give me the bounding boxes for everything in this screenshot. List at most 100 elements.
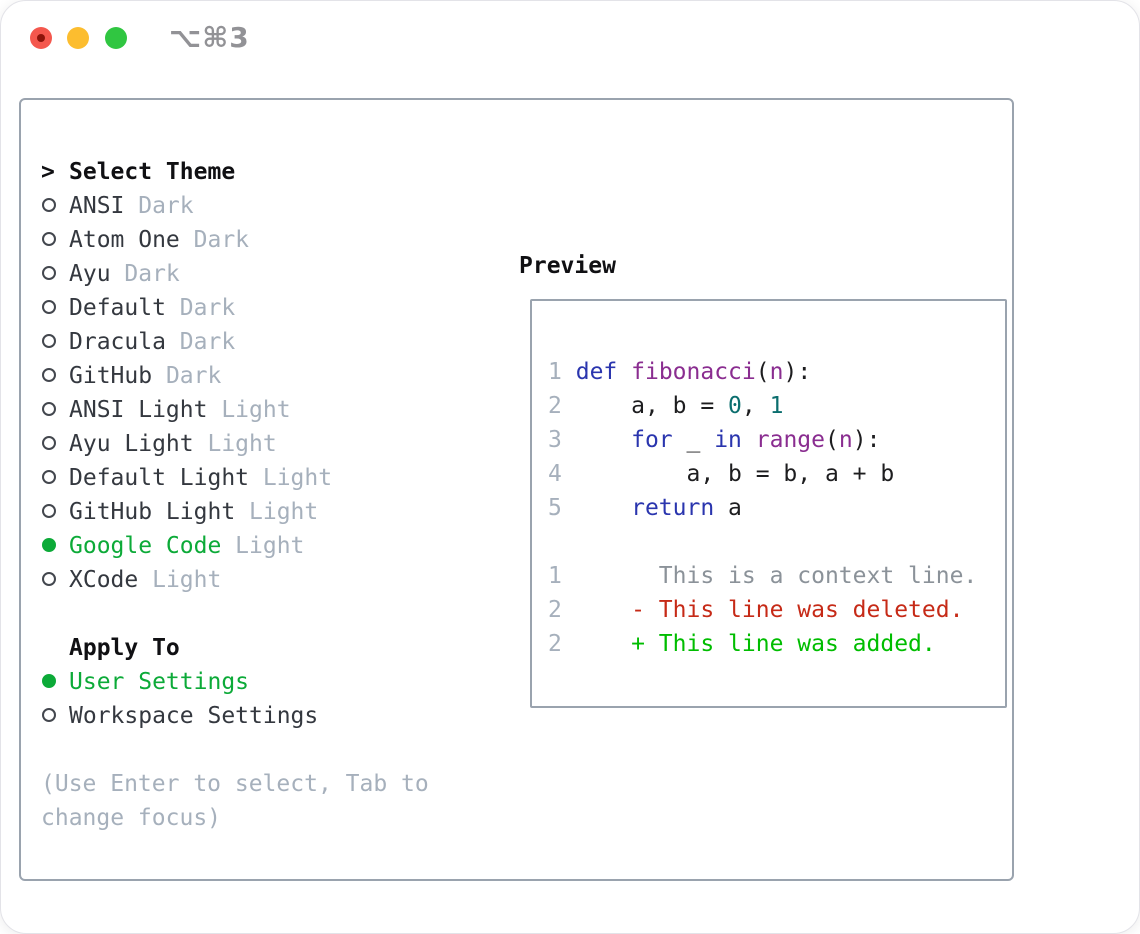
theme-option[interactable]: Dracula Dark bbox=[41, 325, 461, 359]
option-name: Google Code bbox=[69, 533, 222, 559]
radio-indicator bbox=[41, 325, 69, 359]
theme-option[interactable]: XCode Light bbox=[41, 563, 461, 597]
code-token: ): bbox=[852, 427, 881, 453]
code-token: ( bbox=[825, 427, 839, 453]
radio-unselected-icon bbox=[42, 198, 56, 212]
close-button[interactable] bbox=[30, 27, 52, 49]
radio-indicator bbox=[41, 223, 69, 257]
theme-option[interactable]: Ayu Dark bbox=[41, 257, 461, 291]
option-name: GitHub Light bbox=[69, 499, 236, 525]
spacer bbox=[41, 597, 461, 631]
diff-preview: 1 This is a context line.2 - This line w… bbox=[548, 559, 1005, 661]
code-token: _ bbox=[672, 427, 715, 453]
theme-option[interactable]: Atom One Dark bbox=[41, 223, 461, 257]
theme-variant-badge: Dark bbox=[193, 227, 250, 253]
code-token bbox=[562, 359, 576, 385]
zoom-button[interactable] bbox=[105, 27, 127, 49]
help-text: (Use Enter to select, Tab to change focu… bbox=[41, 771, 429, 831]
option-name: Default Light bbox=[69, 465, 250, 491]
pointer-icon: > bbox=[41, 159, 55, 185]
code-token: return bbox=[631, 495, 715, 521]
option-name: Default bbox=[69, 295, 166, 321]
option-name: User Settings bbox=[69, 669, 250, 695]
code-token: def bbox=[575, 359, 618, 385]
radio-indicator bbox=[41, 495, 69, 529]
radio-unselected-icon bbox=[42, 334, 56, 348]
diff-text: This is a context line. bbox=[561, 563, 978, 589]
code-line: 2 a, b = 0, 1 bbox=[548, 389, 1005, 423]
theme-variant-badge: Light bbox=[262, 465, 333, 491]
option-name: Ayu bbox=[69, 261, 111, 287]
option-name: Ayu Light bbox=[69, 431, 194, 457]
spacer bbox=[548, 525, 1005, 559]
theme-variant-badge: Light bbox=[207, 431, 277, 457]
apply-to-indent bbox=[41, 631, 69, 665]
code-token: a bbox=[714, 495, 742, 521]
option-name: Dracula bbox=[69, 329, 166, 355]
theme-variant-badge: Dark bbox=[138, 193, 194, 219]
apply-to-label: Apply To bbox=[69, 635, 180, 661]
radio-selected-icon bbox=[42, 674, 56, 688]
radio-indicator bbox=[41, 529, 69, 563]
window-title: ⌥⌘3 bbox=[169, 21, 250, 54]
diff-line-deleted: 2 - This line was deleted. bbox=[548, 593, 1005, 627]
radio-unselected-icon bbox=[42, 402, 56, 416]
theme-variant-badge: Dark bbox=[124, 261, 180, 287]
radio-indicator bbox=[41, 427, 69, 461]
code-token bbox=[742, 427, 756, 453]
theme-option[interactable]: Default Light Light bbox=[41, 461, 461, 495]
diff-text: + This line was added. bbox=[561, 631, 936, 657]
diff-line-added: 2 + This line was added. bbox=[548, 627, 1005, 661]
radio-indicator bbox=[41, 665, 69, 699]
radio-unselected-icon bbox=[42, 470, 56, 484]
code-token: , bbox=[741, 393, 770, 419]
code-line: 5 return a bbox=[548, 491, 1005, 525]
line-number: 2 bbox=[548, 393, 562, 419]
code-token: range bbox=[755, 427, 826, 453]
option-name: XCode bbox=[69, 567, 139, 593]
theme-variant-badge: Light bbox=[152, 567, 222, 593]
theme-variant-badge: Dark bbox=[179, 329, 236, 355]
minimize-button[interactable] bbox=[67, 27, 89, 49]
line-number: 3 bbox=[548, 427, 562, 453]
apply-to-option[interactable]: User Settings bbox=[41, 665, 461, 699]
option-name: Atom One bbox=[69, 227, 180, 253]
line-number: 1 bbox=[548, 563, 562, 589]
line-number: 1 bbox=[548, 359, 562, 385]
theme-variant-badge: Light bbox=[249, 499, 319, 525]
line-number: 2 bbox=[548, 597, 562, 623]
code-token: 1 bbox=[769, 393, 784, 419]
line-number: 5 bbox=[548, 495, 562, 521]
line-number: 4 bbox=[548, 461, 562, 487]
radio-unselected-icon bbox=[42, 436, 56, 450]
radio-indicator bbox=[41, 393, 69, 427]
option-name: Workspace Settings bbox=[69, 703, 319, 729]
diff-line-context: 1 This is a context line. bbox=[548, 559, 1005, 593]
code-line: 3 for _ in range(n): bbox=[548, 423, 1005, 457]
radio-indicator bbox=[41, 461, 69, 495]
radio-unselected-icon bbox=[42, 232, 56, 246]
selection-pointer: > bbox=[41, 155, 69, 189]
apply-to-option[interactable]: Workspace Settings bbox=[41, 699, 461, 733]
radio-unselected-icon bbox=[42, 266, 56, 280]
code-token: in bbox=[714, 427, 742, 453]
code-token: n bbox=[769, 359, 784, 385]
radio-indicator bbox=[41, 189, 69, 223]
radio-unselected-icon bbox=[42, 368, 56, 382]
code-token: a, b = b, a + b bbox=[561, 461, 895, 487]
radio-indicator bbox=[41, 563, 69, 597]
apply-to-header: Apply To bbox=[41, 631, 461, 665]
diff-text: - This line was deleted. bbox=[561, 597, 964, 623]
theme-option[interactable]: Ayu Light Light bbox=[41, 427, 461, 461]
theme-option[interactable]: GitHub Light Light bbox=[41, 495, 461, 529]
line-number: 2 bbox=[548, 631, 562, 657]
